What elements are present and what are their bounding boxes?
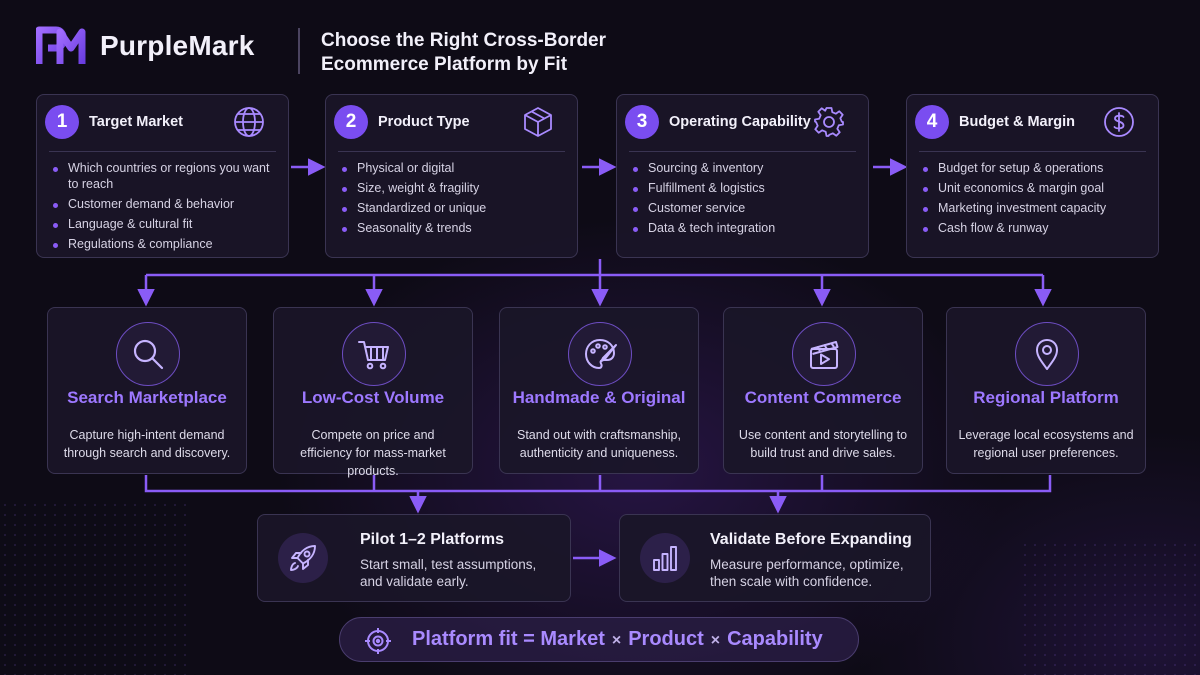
platform-card-regional-platform: Regional Platform Leverage local ecosyst…	[946, 307, 1146, 474]
factor-card-target-market: 1 Target Market Which countries or regio…	[36, 94, 289, 258]
factor-list: Which countries or regions you want to r…	[51, 161, 280, 257]
clapperboard-icon	[810, 341, 839, 369]
platform-card-search-marketplace: Search Marketplace Capture high-intent d…	[47, 307, 247, 474]
list-item: Regulations & compliance	[51, 237, 280, 253]
page-title-line-2: Ecommerce Platform by Fit	[321, 54, 568, 75]
cart-icon	[358, 341, 389, 370]
formula-term-market: Market	[540, 628, 605, 650]
list-item: Cash flow & runway	[921, 221, 1150, 237]
header-divider	[298, 28, 300, 74]
search-icon	[133, 339, 164, 370]
bar-chart-icon	[653, 546, 677, 571]
platform-title: Handmade & Original	[512, 388, 686, 407]
map-pin-icon	[1036, 339, 1058, 370]
factor-number: 2	[334, 105, 368, 139]
list-item: Size, weight & fragility	[340, 181, 569, 197]
platform-card-low-cost-volume: Low-Cost Volume Compete on price and eff…	[273, 307, 473, 478]
list-item: Seasonality & trends	[340, 221, 569, 237]
brand-logo: PurpleMark	[36, 26, 255, 66]
platform-description: Capture high-intent demand through searc…	[63, 428, 231, 460]
globe-icon	[234, 107, 264, 137]
list-item: Standardized or unique	[340, 201, 569, 217]
formula-pill: Platform fit = Market × Product × Capability	[339, 617, 859, 662]
rocket-icon	[290, 545, 316, 571]
page-title: Choose the Right Cross-Border Ecommerce …	[321, 29, 721, 77]
factor-card-operating-capability: 3 Operating Capability Sourcing & invent…	[616, 94, 869, 258]
brand-name: PurpleMark	[100, 30, 255, 61]
factor-number: 1	[45, 105, 79, 139]
factor-number: 3	[625, 105, 659, 139]
list-item: Budget for setup & operations	[921, 161, 1150, 177]
platform-description: Stand out with craftsmanship, authentici…	[517, 428, 681, 460]
list-item: Fulfillment & logistics	[631, 181, 860, 197]
formula-equals: =	[523, 628, 535, 650]
list-item: Which countries or regions you want to r…	[51, 161, 280, 192]
factor-card-product-type: 2 Product Type Physical or digital Size,…	[325, 94, 578, 258]
list-item: Customer service	[631, 201, 860, 217]
step-card-validate: Validate Before Expanding Measure perfor…	[619, 514, 931, 602]
factor-title: Budget & Margin	[959, 114, 1075, 130]
platform-card-content-commerce: Content Commerce Use content and storyte…	[723, 307, 923, 474]
formula-times: ×	[710, 632, 721, 649]
list-item: Marketing investment capacity	[921, 201, 1150, 217]
step-description: Start small, test assumptions, and valid…	[360, 557, 537, 589]
merge-bus	[144, 475, 1052, 493]
platform-description: Leverage local ecosystems and regional u…	[958, 428, 1134, 460]
gear-icon	[814, 107, 844, 137]
step-title: Validate Before Expanding	[710, 531, 912, 548]
factor-list: Sourcing & inventory Fulfillment & logis…	[631, 161, 860, 241]
factor-list: Physical or digital Size, weight & fragi…	[340, 161, 569, 241]
factor-title: Operating Capability	[669, 114, 811, 130]
formula-times: ×	[611, 632, 622, 649]
platform-description: Compete on price and efficiency for mass…	[300, 428, 446, 478]
step-title: Pilot 1–2 Platforms	[360, 531, 505, 548]
factor-list: Budget for setup & operations Unit econo…	[921, 161, 1150, 241]
factor-number: 4	[915, 105, 949, 139]
formula-term-capability: Capability	[727, 628, 823, 650]
factor-title: Product Type	[378, 114, 470, 130]
box-icon	[524, 107, 552, 137]
factor-title: Target Market	[89, 114, 184, 130]
dollar-icon	[1104, 107, 1134, 137]
platform-card-handmade-original: Handmade & Original Stand out with craft…	[499, 307, 699, 474]
list-item: Language & cultural fit	[51, 217, 280, 233]
list-item: Customer demand & behavior	[51, 197, 280, 213]
formula-text: Platform fit = Market × Product × Capability	[412, 628, 823, 651]
platform-description: Use content and storytelling to build tr…	[738, 428, 908, 460]
page-title-line-1: Choose the Right Cross-Border	[321, 30, 607, 51]
step-description: Measure performance, optimize, then scal…	[710, 557, 904, 589]
purplemark-logo-icon	[36, 26, 86, 64]
palette-icon	[585, 339, 617, 369]
factor-card-budget-margin: 4 Budget & Margin Budget for setup & ope…	[906, 94, 1159, 258]
target-icon	[365, 628, 391, 654]
formula-lhs: Platform fit	[412, 628, 518, 650]
list-item: Data & tech integration	[631, 221, 860, 237]
formula-term-product: Product	[628, 628, 704, 650]
platform-title: Regional Platform	[973, 388, 1119, 407]
step-card-pilot: Pilot 1–2 Platforms Start small, test as…	[257, 514, 571, 602]
platform-title: Content Commerce	[744, 388, 902, 407]
list-item: Unit economics & margin goal	[921, 181, 1150, 197]
platform-title: Low-Cost Volume	[301, 388, 445, 407]
platform-title: Search Marketplace	[67, 388, 227, 407]
list-item: Physical or digital	[340, 161, 569, 177]
list-item: Sourcing & inventory	[631, 161, 860, 177]
